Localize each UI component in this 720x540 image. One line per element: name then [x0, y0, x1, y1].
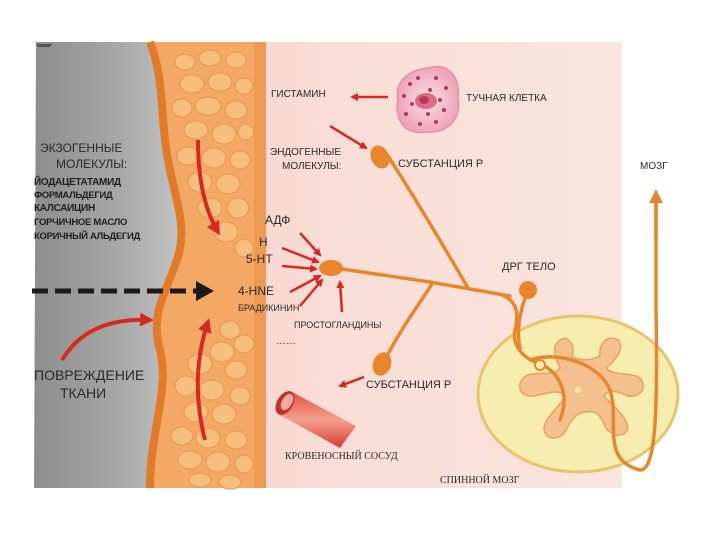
tissue-damage-arrow — [60, 312, 154, 362]
endogenous-label-2: МОЛЕКУЛЫ: — [282, 161, 342, 172]
skin-cell — [177, 450, 203, 470]
skin-outer-rim — [146, 40, 186, 489]
skin-cell — [176, 146, 200, 166]
ellipsis-label: …… — [276, 336, 296, 347]
skin-cell — [207, 72, 233, 92]
blood-vessel-label: КРОВЕНОСНЫЙ СОСУД — [285, 451, 398, 462]
mast-cell-granule — [418, 122, 422, 126]
corner-mark — [36, 44, 52, 47]
skin-cell — [225, 51, 247, 69]
mast-cell-granule — [408, 82, 412, 86]
mast-cell-granule — [444, 86, 448, 90]
skin-cell — [219, 320, 241, 340]
image-left-edge — [30, 42, 36, 488]
skin-cell — [179, 74, 205, 94]
skin-cell — [224, 100, 248, 120]
mast-cell-granule — [402, 94, 406, 98]
skin-cell — [183, 401, 209, 423]
skin-cell — [188, 472, 212, 488]
mast-cell — [396, 65, 460, 134]
mast-cell-granule — [410, 102, 414, 106]
skin-cell — [234, 77, 254, 95]
skin-cell — [218, 474, 242, 490]
skin-cell — [234, 454, 254, 474]
endogenous-label-1: ЭНДОГЕННЫЕ — [270, 147, 342, 158]
skin-cell — [199, 379, 225, 401]
exogenous-item-4: ГОРЧИЧНОЕ МАСЛО — [34, 217, 128, 228]
mast-cell-granule — [426, 112, 430, 116]
skin-cell — [234, 238, 254, 258]
skin-cell — [211, 403, 237, 425]
substance-p-bottom-label: СУБСТАНЦИЯ Р — [366, 379, 452, 391]
mast-cell-granule — [428, 88, 432, 92]
skin-cell — [198, 49, 222, 67]
skin-inner-edge — [254, 42, 266, 488]
skin-cell — [174, 375, 198, 397]
skin-cell — [194, 96, 222, 116]
blood-vessel — [275, 391, 356, 448]
exogenous-item-2: ФОРМАЛЬДЕГИД — [34, 190, 113, 201]
5ht-label: 5-HT — [246, 252, 273, 266]
mast-cell-granule — [438, 98, 442, 102]
skin-cell — [170, 426, 194, 446]
drg-body-label: ДРГ ТЕЛО — [502, 261, 556, 273]
nerve-fibers — [333, 154, 659, 472]
signaling-arrows — [281, 93, 388, 388]
skin-cell — [233, 334, 255, 354]
skin-cell — [201, 147, 227, 169]
exogenous-item-5: КОРИЧНЫЙ АЛЬДЕГИД — [34, 231, 140, 242]
skin-cell — [224, 430, 248, 450]
skin-cell — [209, 341, 235, 363]
substance-p-top-label: СУБСТАНЦИЯ Р — [398, 158, 484, 170]
mast-cell-granule — [416, 76, 420, 80]
spinal-cord-label: СПИННОЙ МОЗГ — [440, 475, 520, 486]
skin-cell — [211, 123, 237, 145]
nerve-ending-bottom — [372, 352, 392, 376]
damage-upward-arrow — [195, 318, 212, 441]
skin-cell — [215, 173, 241, 195]
exogenous-item-3: КАЛСАИЦИН — [34, 203, 95, 214]
mast-cell-label: ТУЧНАЯ КЛЕТКА — [466, 93, 547, 104]
h-label: Н — [259, 235, 268, 249]
skin-cell — [237, 123, 255, 141]
exogenous-title-1: ЭКЗОГЕННЫЕ — [40, 141, 123, 155]
skin-cell — [183, 120, 209, 140]
mast-cell-granule — [404, 112, 408, 116]
mast-cell-granule — [442, 108, 446, 112]
adf-label: АДФ — [265, 213, 291, 227]
mast-cell-granule — [434, 76, 438, 80]
exogenous-title-2: МОЛЕКУЛЫ: — [56, 157, 128, 171]
skin-cell — [171, 98, 193, 118]
skin-cell — [195, 427, 221, 449]
exogenous-entry-arrow — [196, 139, 221, 236]
nerve-ending-center — [319, 260, 343, 276]
spinal-cord — [476, 314, 680, 474]
skin-cell — [229, 150, 251, 170]
skin-cell — [224, 360, 248, 380]
brain-label: МОЗГ — [640, 161, 668, 172]
drg-cell-body — [519, 281, 537, 299]
skin-cell — [174, 53, 196, 71]
dashed-penetration-arrow — [32, 281, 214, 301]
skin-cells — [170, 49, 255, 490]
skin-cell — [226, 197, 250, 219]
mast-cell-granule — [434, 120, 438, 124]
skin-cell — [229, 386, 251, 406]
spinal-synapse — [534, 359, 546, 371]
nerve-ending-top — [370, 145, 390, 169]
skin-cell — [205, 451, 231, 473]
tissue-damage-label-2: ТКАНИ — [60, 385, 107, 401]
4hne-label: 4-HNE — [238, 284, 275, 298]
exterior-zone — [30, 42, 182, 488]
prostaglandins-label: ПРОСТОГЛАНДИНЫ — [294, 320, 382, 330]
bradykinin-label: БРАДИКИНИН — [238, 303, 300, 313]
exogenous-item-1: ЙОДАЦЕТАТАМИД — [34, 177, 121, 188]
tissue-damage-label-1: ПОВРЕЖДЕНИЕ — [34, 367, 145, 383]
histamine-label: ГИСТАМИН — [271, 89, 326, 100]
